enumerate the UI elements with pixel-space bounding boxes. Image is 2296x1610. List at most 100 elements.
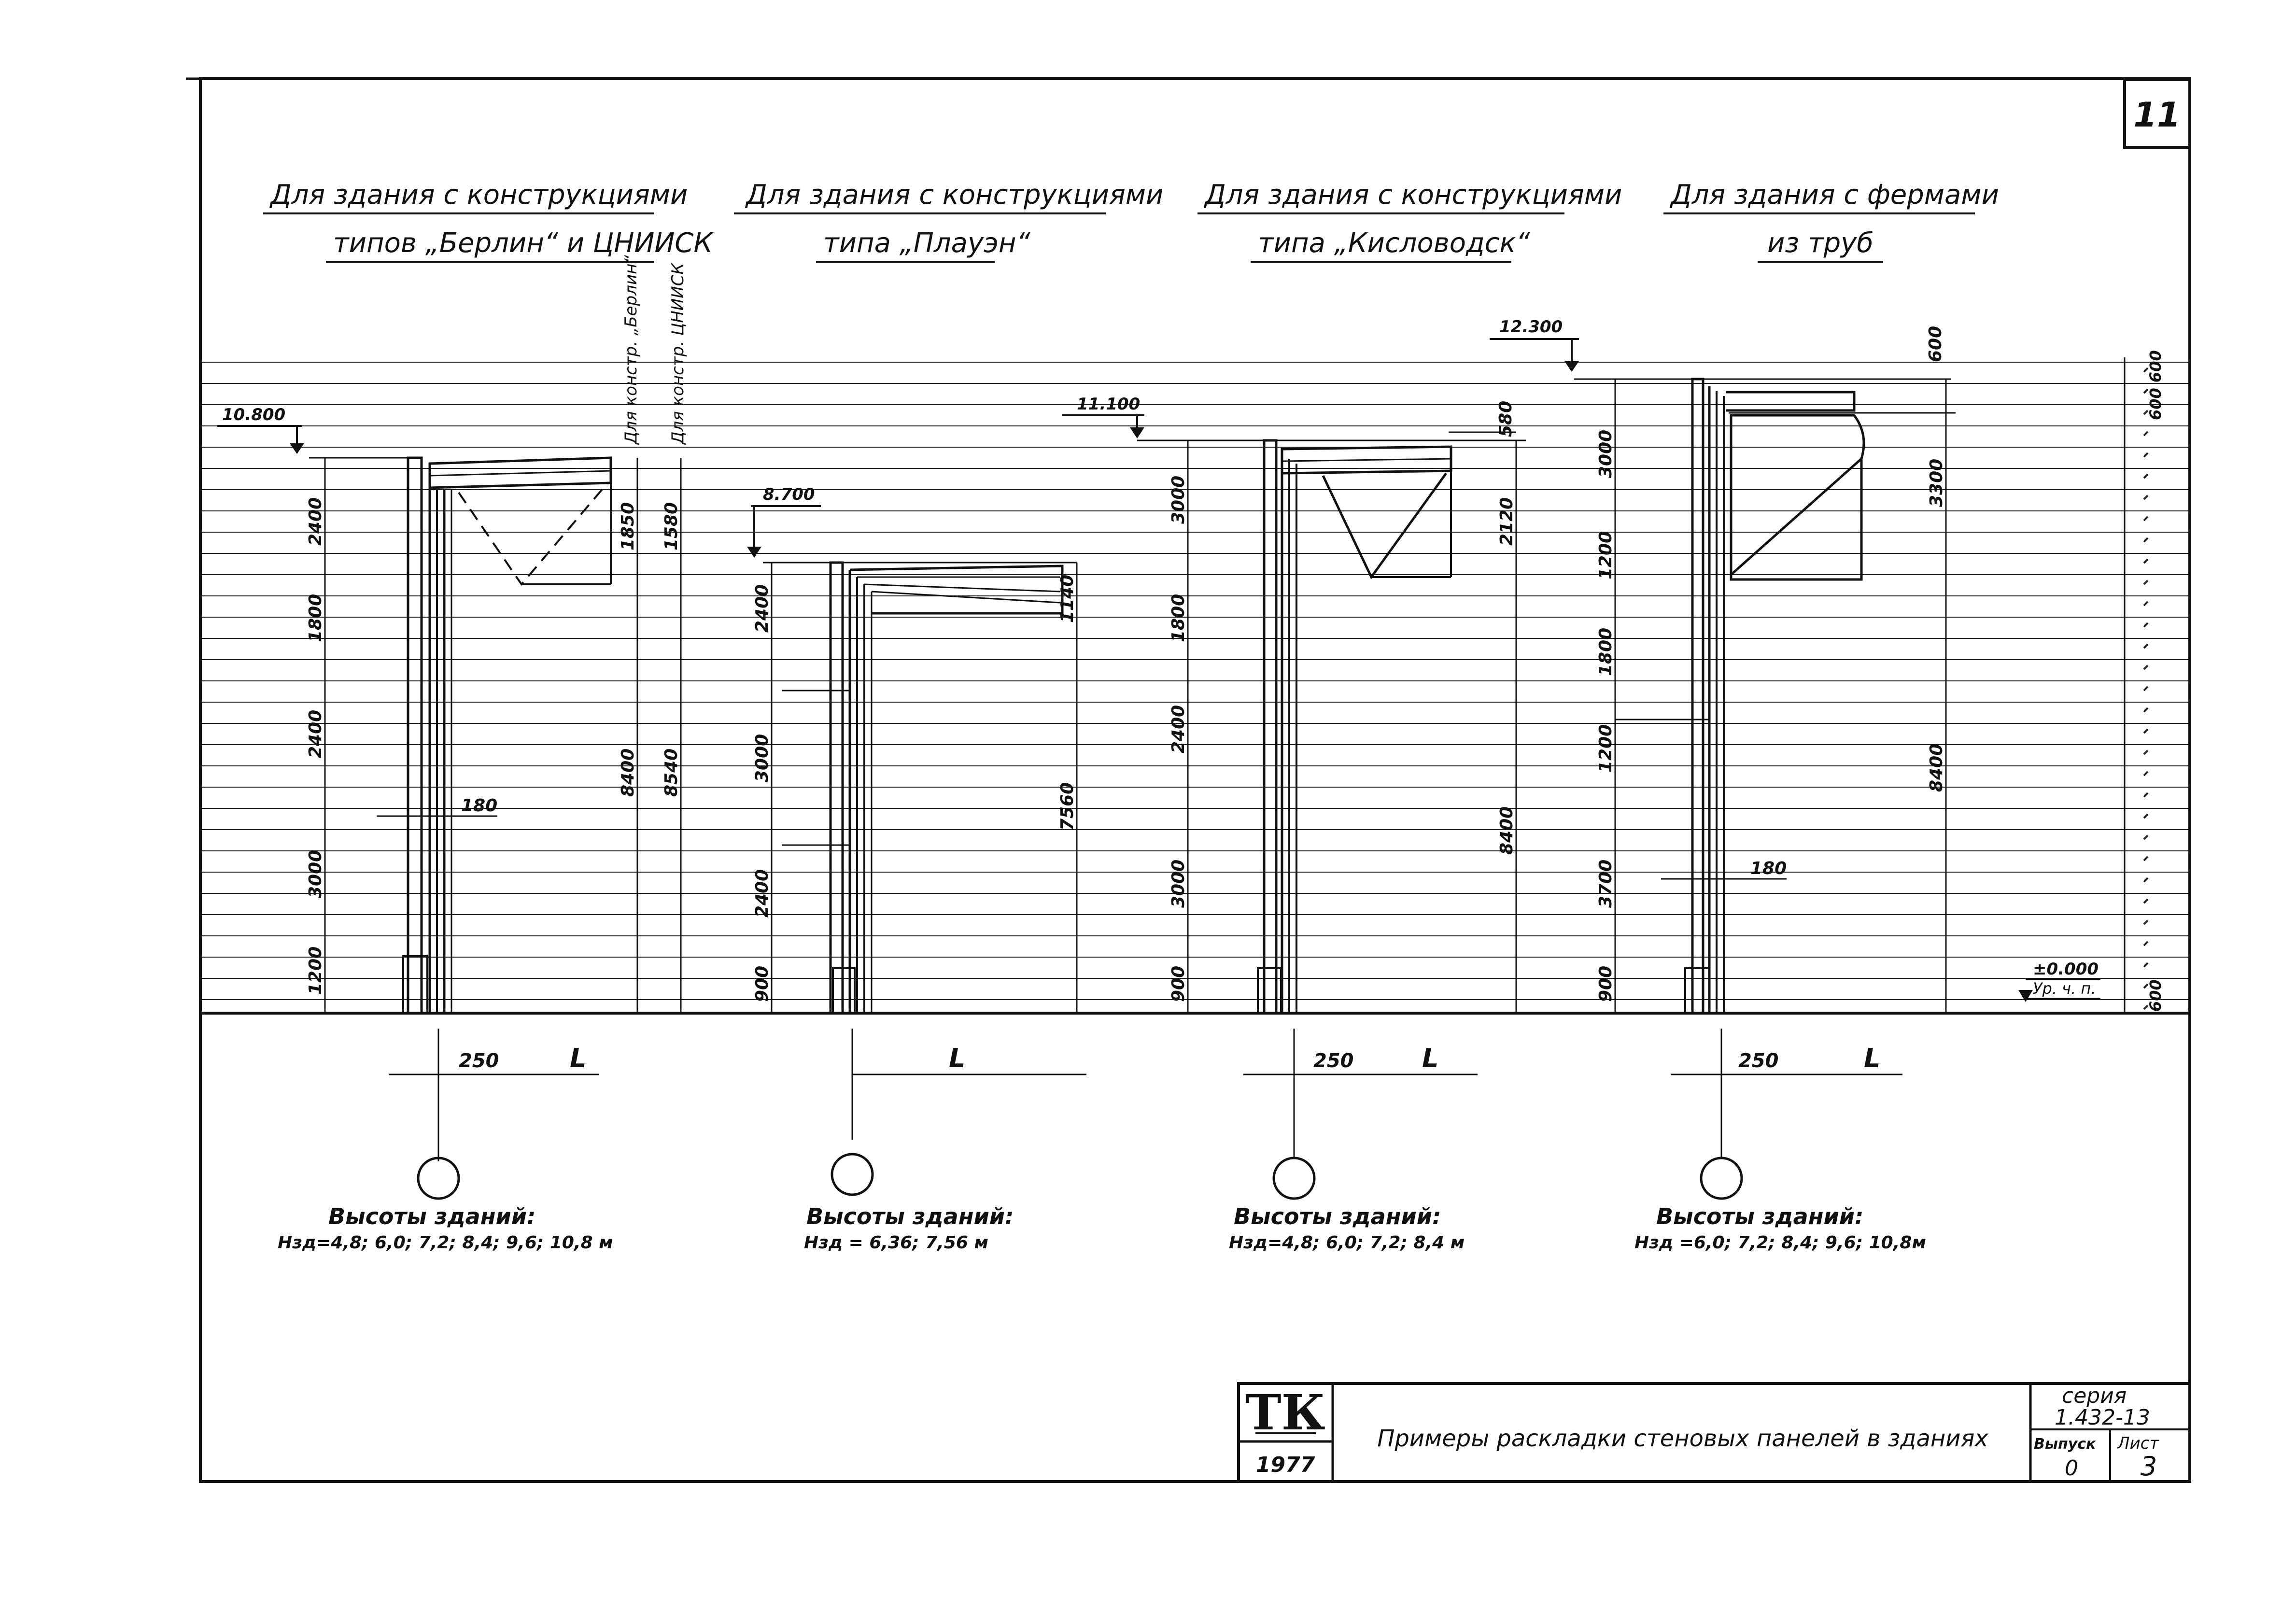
panel-a-title-line1: Для здания с конструкциями <box>269 179 688 211</box>
panel-d-dim-6: 900 <box>1596 966 1616 1002</box>
panel-joint-tick <box>2143 941 2149 946</box>
panel-a-dim-3: 2400 <box>306 710 325 758</box>
panel-b-dim-4: 900 <box>752 966 772 1002</box>
panel-joint-tick <box>2143 834 2149 840</box>
panel-a-offset: 180 <box>461 796 497 816</box>
stamp-title: Примеры раскладки стеновых панелей в зда… <box>1377 1425 1988 1452</box>
panel-d-heights-label: Высоты зданий: <box>1656 1203 1863 1229</box>
panel-c-truss-dim: 2120 <box>1497 497 1517 546</box>
panel-b-heights: Нзд = 6,36; 7,56 м <box>804 1233 988 1253</box>
panel-b-dim-2: 3000 <box>752 734 772 782</box>
panel-c: 11.100 3000 1800 2400 3000 900 580 2120 … <box>1062 395 1526 1253</box>
panel-a-dim-2: 1800 <box>306 594 325 642</box>
panel-b-heights-label: Высоты зданий: <box>806 1203 1014 1229</box>
panel-d-dim-5: 3700 <box>1596 860 1616 908</box>
panel-c-heights-label: Высоты зданий: <box>1234 1203 1441 1229</box>
panel-joint-tick <box>2143 410 2149 415</box>
panel-joint-tick <box>2143 877 2149 883</box>
panel-joint-tick <box>2143 919 2149 925</box>
title-block: ТК 1977 Примеры раскладки стеновых панел… <box>1237 1382 2191 1483</box>
panel-d-title: Для здания с фермами из труб <box>1663 179 1999 263</box>
panel-joint-tick <box>2143 813 2149 819</box>
panel-c-axis-offset: 250 <box>1313 1050 1354 1072</box>
panel-d-dim-4: 1200 <box>1596 724 1616 773</box>
panel-a-total-dim-2: 8540 <box>662 749 681 797</box>
panel-joint-tick <box>2143 898 2149 904</box>
stamp-series: 1.432-13 <box>2055 1405 2150 1430</box>
panel-b: 8.700 2400 3000 2400 900 1140 7560 L Выс… <box>747 485 1086 1253</box>
panel-d-truss-dim: 3300 <box>1927 459 1946 507</box>
panel-joint-tick <box>2143 537 2149 543</box>
panel-joint-tick <box>2143 749 2149 755</box>
panel-a-heights: Нзд=4,8; 6,0; 7,2; 8,4; 9,6; 10,8 м <box>278 1233 613 1253</box>
panel-b-span: L <box>949 1043 965 1073</box>
panel-joint-tick <box>2143 1004 2149 1010</box>
panel-b-title-line1: Для здания с конструкциями <box>745 179 1163 211</box>
panel-c-total-dim: 8400 <box>1497 806 1517 855</box>
panel-joint-tick <box>2143 686 2149 692</box>
panel-joint-tick <box>2143 856 2149 861</box>
panel-joint-tick <box>2143 473 2149 479</box>
panel-c-dim-1: 3000 <box>1169 476 1188 524</box>
panel-joint-tick <box>2143 707 2149 713</box>
panel-b-total-dim: 7560 <box>1057 782 1077 831</box>
panel-a-note-2: Для констр. ЦНИИСК <box>668 262 688 445</box>
panel-a-axis-offset: 250 <box>459 1050 499 1072</box>
panel-b-title: Для здания с конструкциями типа „Плауэн“ <box>734 179 1163 263</box>
panel-a-top-mark: 10.800 <box>222 405 285 424</box>
panel-joint-tick <box>2143 558 2149 564</box>
panel-c-title: Для здания с конструкциями типа „Кислово… <box>1197 179 1622 263</box>
panel-b-dim-3: 2400 <box>752 869 772 918</box>
grid-right-scale: 600 600 600 ±0.000 Ур. ч. п. <box>2018 350 2165 1013</box>
panel-c-heights: Нзд=4,8; 6,0; 7,2; 8,4 м <box>1229 1233 1465 1253</box>
stamp-series-label: серия <box>2062 1384 2127 1408</box>
panel-a-span: L <box>570 1043 586 1073</box>
panel-joint-tick <box>2143 431 2149 437</box>
panel-c-span: L <box>1422 1043 1438 1073</box>
panel-joint-tick <box>2143 771 2149 777</box>
panel-a-note-1: Для констр. „Берлин“ <box>621 255 641 445</box>
panel-joint-tick <box>2143 664 2149 670</box>
panel-d-title-line1: Для здания с фермами <box>1669 179 1999 211</box>
panel-d-offset: 180 <box>1750 859 1787 878</box>
panel-c-dim-2: 1800 <box>1169 594 1188 642</box>
grid-right-top: 600 600 <box>2146 350 2165 420</box>
panel-d: 12.300 3000 1200 1800 1200 3700 900 600 … <box>1490 317 1956 1253</box>
panel-c-dim-5: 900 <box>1169 966 1188 1002</box>
panel-a-title: Для здания с конструкциями типов „Берлин… <box>263 179 714 263</box>
panel-a-truss-dim-1: 1850 <box>618 502 638 551</box>
panel-c-dim-3: 2400 <box>1169 705 1188 753</box>
panel-joint-tick <box>2143 962 2149 968</box>
panel-a-title-line2: типов „Берлин“ и ЦНИИСК <box>333 227 714 259</box>
stamp-sheet: 3 <box>2141 1451 2157 1482</box>
panel-joint-tick <box>2143 388 2149 394</box>
panel-joint-tick <box>2143 367 2149 373</box>
panel-joint-tick <box>2143 494 2149 500</box>
sheet-number: 11 <box>2133 95 2180 135</box>
panel-joint-tick <box>2143 983 2149 989</box>
sheet-number-box: 11 <box>2123 78 2191 149</box>
panel-joint-tick <box>2143 579 2149 585</box>
panel-b-title-line2: типа „Плауэн“ <box>823 227 1030 259</box>
stamp-issue-label: Выпуск <box>2034 1436 2096 1453</box>
panel-grid-lines <box>200 362 2190 1010</box>
stamp-year: 1977 <box>1256 1453 1315 1477</box>
panel-a-dim-1: 2400 <box>306 497 325 546</box>
grid-zero-mark: ±0.000 <box>2033 960 2099 979</box>
panel-joint-tick <box>2143 792 2149 798</box>
panel-d-top-dim: 600 <box>1926 326 1945 362</box>
panel-d-heights: Нзд =6,0; 7,2; 8,4; 9,6; 10,8м <box>1634 1233 1926 1253</box>
panel-d-span: L <box>1864 1043 1880 1073</box>
stamp-sheet-label: Лист <box>2116 1434 2159 1453</box>
panel-joint-tick <box>2143 728 2149 734</box>
grid-right-bottom: 600 <box>2146 979 2165 1012</box>
panel-b-top-mark: 8.700 <box>763 485 815 504</box>
panel-a-truss-dim-2: 1580 <box>662 502 681 551</box>
panel-c-top-mark: 11.100 <box>1077 395 1140 414</box>
panel-c-title-line1: Для здания с конструкциями <box>1203 179 1622 211</box>
panel-d-dim-1: 3000 <box>1596 430 1616 478</box>
panel-a: 10.800 2400 1800 2400 3000 1200 1850 158… <box>217 255 688 1253</box>
stamp-issue: 0 <box>2065 1456 2078 1481</box>
sheet-frame <box>186 77 2191 1483</box>
